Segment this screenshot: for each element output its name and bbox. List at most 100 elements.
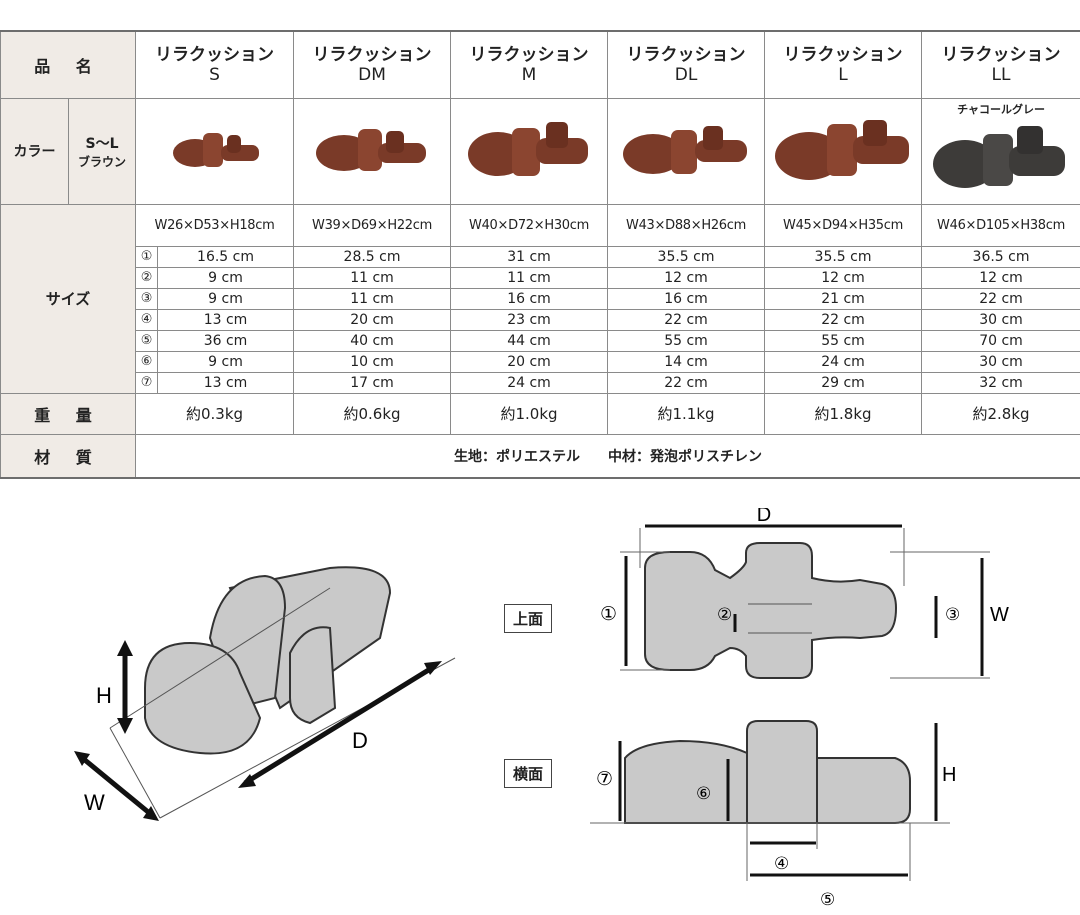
label-weight: 重 量 xyxy=(0,392,137,435)
side-view: ⑦ ⑥ H ④ ⑤ xyxy=(590,720,956,910)
mark-6: ⑥ xyxy=(696,784,711,804)
measurement-cell: 22 cm xyxy=(607,371,766,394)
w-label: W xyxy=(990,604,1009,626)
measurement-cell: 16 cm xyxy=(607,287,766,310)
ll-color-note: チャコールグレー xyxy=(957,102,1045,116)
cushion-image-dm xyxy=(293,97,452,205)
measurement-cell: 23 cm xyxy=(450,308,609,331)
top-view: D ① ② ③ W xyxy=(600,508,1009,679)
label-material: 材 質 xyxy=(0,433,137,479)
measurement-cell: 29 cm xyxy=(764,371,923,394)
dims-ll: W46×D105×H38cm xyxy=(921,203,1080,247)
measurement-cell: 36.5 cm xyxy=(921,245,1080,268)
cushion-image-ll: チャコールグレー xyxy=(921,97,1080,205)
cushion-image-dl xyxy=(607,97,766,205)
measurement-cell: 55 cm xyxy=(607,329,766,352)
d-arrow xyxy=(243,663,437,786)
dims-l: W45×D94×H35cm xyxy=(764,203,923,247)
w-label: W xyxy=(84,790,105,815)
weight-s: 約0.3kg xyxy=(135,392,295,435)
cushion-head-lobe xyxy=(144,641,262,755)
mark-7: ⑦ xyxy=(596,768,613,790)
weight-ll: 約2.8kg xyxy=(921,392,1080,435)
mark-2: ② xyxy=(717,605,732,625)
weight-dm: 約0.6kg xyxy=(293,392,452,435)
label-product-name: 品 名 xyxy=(0,30,137,99)
measurement-cell: 35.5 cm xyxy=(764,245,923,268)
measurement-cell: 12 cm xyxy=(764,266,923,289)
weight-m: 約1.0kg xyxy=(450,392,609,435)
measure-mark: ④ xyxy=(135,308,159,331)
measurement-cell: 16 cm xyxy=(450,287,609,310)
cushion-photo xyxy=(468,122,589,176)
measurement-cell: 35.5 cm xyxy=(607,245,766,268)
cushion-image-m xyxy=(450,97,609,205)
measurement-cell: 11 cm xyxy=(450,266,609,289)
dims-m: W40×D72×H30cm xyxy=(450,203,609,247)
cushion-neck-block xyxy=(289,626,337,725)
measurement-cell: 70 cm xyxy=(921,329,1080,352)
h-label: H xyxy=(942,764,956,786)
measurement-cell: 16.5 cm xyxy=(157,245,295,268)
mark-4: ④ xyxy=(774,854,789,874)
dims-s: W26×D53×H18cm xyxy=(135,203,295,247)
weight-l: 約1.8kg xyxy=(764,392,923,435)
measure-mark: ⑤ xyxy=(135,329,159,352)
weight-dl: 約1.1kg xyxy=(607,392,766,435)
measurement-cell: 21 cm xyxy=(764,287,923,310)
h-label: H xyxy=(96,683,112,708)
measurement-cell: 24 cm xyxy=(764,350,923,373)
mark-3: ③ xyxy=(945,605,960,625)
dimension-diagram: H W D 上面 横面 D ① ② ③ W xyxy=(0,488,1080,915)
measurement-cell: 40 cm xyxy=(293,329,452,352)
mark-5: ⑤ xyxy=(820,890,835,910)
measurement-cell: 9 cm xyxy=(157,287,295,310)
measurement-cell: 30 cm xyxy=(921,350,1080,373)
measurement-cell: 32 cm xyxy=(921,371,1080,394)
material-text: 生地：ポリエステル 中材：発泡ポリスチレン xyxy=(135,433,1080,479)
measurement-cell: 31 cm xyxy=(450,245,609,268)
measurement-cell: 55 cm xyxy=(764,329,923,352)
cushion-image-l xyxy=(764,97,923,205)
label-size: サイズ xyxy=(0,203,137,394)
measurement-cell: 22 cm xyxy=(921,287,1080,310)
measurement-cell: 14 cm xyxy=(607,350,766,373)
measure-mark: ① xyxy=(135,245,159,268)
top-view-label: 上面 xyxy=(504,604,553,633)
dims-dl: W43×D88×H26cm xyxy=(607,203,766,247)
cushion-photo xyxy=(775,120,910,180)
measurement-cell: 30 cm xyxy=(921,308,1080,331)
cushion-photo xyxy=(933,126,1066,188)
measurement-cell: 28.5 cm xyxy=(293,245,452,268)
side-view-label: 横面 xyxy=(504,759,553,788)
measurement-cell: 9 cm xyxy=(157,350,295,373)
d-label: D xyxy=(757,508,771,526)
cushion-photo xyxy=(623,126,748,174)
cushion-image-s xyxy=(135,97,295,205)
measurement-cell: 13 cm xyxy=(157,371,295,394)
cushion-photo xyxy=(316,129,427,171)
measure-mark: ⑥ xyxy=(135,350,159,373)
measurement-cell: 22 cm xyxy=(607,308,766,331)
measure-mark: ⑦ xyxy=(135,371,159,394)
measure-mark: ③ xyxy=(135,287,159,310)
isometric-view: H W D xyxy=(74,566,456,821)
mark-1: ① xyxy=(600,603,617,625)
d-label: D xyxy=(352,728,368,753)
dims-dm: W39×D69×H22cm xyxy=(293,203,452,247)
measurement-cell: 36 cm xyxy=(157,329,295,352)
measurement-cell: 20 cm xyxy=(293,308,452,331)
measurement-cell: 11 cm xyxy=(293,266,452,289)
label-color: カラー xyxy=(0,97,69,205)
measurement-cell: 17 cm xyxy=(293,371,452,394)
measurement-cell: 13 cm xyxy=(157,308,295,331)
measurement-cell: 10 cm xyxy=(293,350,452,373)
